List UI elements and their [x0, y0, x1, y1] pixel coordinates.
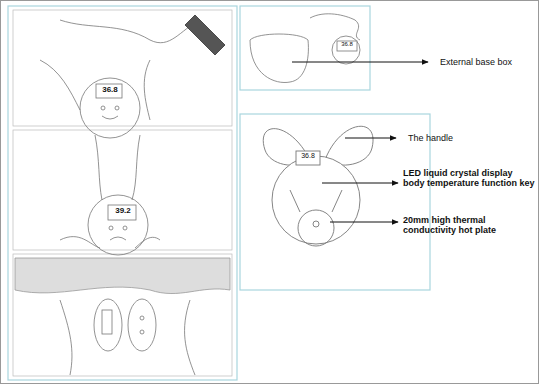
device-body — [272, 156, 360, 244]
photo-panel — [240, 114, 430, 290]
face-eye — [140, 316, 144, 320]
device-sketch — [94, 299, 122, 351]
photo-frame — [13, 130, 232, 250]
hand-sketch — [60, 135, 160, 255]
callout-label: LED liquid crystal display body temperat… — [403, 168, 535, 189]
display-window — [296, 151, 320, 165]
photo-panel — [240, 6, 370, 90]
display-window — [102, 310, 112, 334]
leader-arrow — [292, 62, 428, 63]
callout-label: 20mm high thermal conductivity hot plate — [403, 215, 535, 236]
device-sketch — [128, 299, 156, 351]
base-box-sketch — [250, 14, 360, 83]
sketch-shape — [15, 258, 230, 294]
leader-arrow — [345, 138, 396, 139]
display-reading: 39.2 — [109, 206, 137, 215]
sketch-shape — [185, 15, 225, 55]
device-sketch — [88, 195, 148, 255]
display-reading: 36.8 — [337, 41, 357, 48]
face-eye — [115, 106, 119, 110]
photo-frame — [13, 10, 232, 126]
face-mouth — [110, 237, 126, 240]
display-window — [108, 205, 136, 220]
hand-sketch — [40, 15, 225, 138]
photo-frame — [13, 254, 232, 376]
hot-plate — [298, 210, 334, 246]
display-reading: 36.8 — [296, 152, 320, 160]
hot-plate-center — [313, 221, 319, 227]
callout-label: External base box — [440, 57, 538, 67]
device-sketch — [332, 36, 360, 64]
device-sketch — [80, 78, 140, 138]
cord-sketch — [310, 14, 360, 40]
face-eye — [109, 226, 113, 230]
leader-arrow — [330, 222, 398, 223]
display-window — [96, 84, 122, 98]
base-box-shape — [250, 34, 308, 83]
callout-label: The handle — [408, 133, 528, 143]
sketch-line — [95, 135, 140, 200]
face-mouth — [102, 116, 118, 119]
hand-sketch — [15, 258, 230, 375]
photo-panel — [8, 6, 237, 380]
sketch-line — [60, 300, 195, 375]
sketch-line — [60, 20, 200, 43]
face-eye — [140, 330, 144, 334]
face-eye — [101, 106, 105, 110]
device-sketch — [263, 126, 373, 246]
sketch-line — [290, 190, 342, 212]
face-eye — [123, 226, 127, 230]
display-window — [337, 41, 357, 51]
display-reading: 36.8 — [97, 85, 123, 94]
leader-arrow — [322, 183, 398, 184]
